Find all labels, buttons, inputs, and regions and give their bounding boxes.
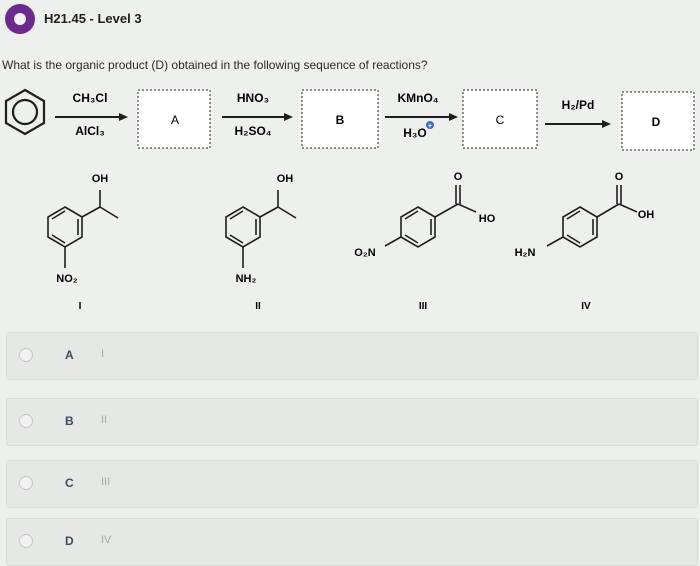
candidate-ii-oh: OH bbox=[277, 173, 294, 185]
candidate-i-oh: OH bbox=[92, 173, 109, 185]
candidate-iii-numeral: III bbox=[419, 301, 428, 312]
box-c bbox=[462, 89, 538, 149]
reaction-scheme: CH₃Cl AlCl₃ A HNO₃ H₂SO₄ B KMnO₄ H₃O + C… bbox=[4, 88, 695, 312]
answer-option-b[interactable]: B II bbox=[6, 398, 698, 446]
candidate-i-numeral: I bbox=[79, 301, 82, 312]
answer-option-a[interactable]: A I bbox=[6, 332, 698, 380]
benzene-structure bbox=[4, 88, 46, 136]
step1-arrowhead bbox=[119, 113, 128, 121]
box-a bbox=[137, 89, 211, 149]
candidate-ii-nh2: NH₂ bbox=[236, 273, 257, 285]
option-letter: A bbox=[65, 348, 74, 362]
box-c-label: C bbox=[496, 113, 505, 127]
step2-reagent-bottom: H₂SO₄ bbox=[234, 124, 271, 138]
candidate-ii-structure bbox=[225, 190, 297, 268]
candidate-iii-o2n: O₂N bbox=[354, 247, 375, 259]
answer-option-c[interactable]: C III bbox=[6, 460, 698, 508]
option-numeral: III bbox=[101, 476, 111, 488]
radio-button-c[interactable] bbox=[19, 476, 33, 490]
step1-reagent-top: CH₃Cl bbox=[73, 91, 108, 105]
box-d bbox=[621, 91, 695, 151]
more-dots-icon[interactable] bbox=[5, 4, 35, 34]
candidate-iv-carbonyl-o: O bbox=[615, 171, 624, 183]
option-letter: B bbox=[65, 414, 74, 428]
option-numeral: II bbox=[101, 414, 108, 426]
step1-reagent-bottom: AlCl₃ bbox=[75, 124, 105, 138]
page-title: H21.45 - Level 3 bbox=[44, 11, 142, 26]
header: H21.45 - Level 3 bbox=[0, 0, 700, 40]
plus-charge-icon bbox=[426, 121, 434, 129]
candidate-iii-ho: HO bbox=[479, 213, 496, 225]
box-b bbox=[301, 89, 379, 149]
step2-arrowhead bbox=[284, 113, 293, 121]
option-numeral: I bbox=[101, 348, 105, 360]
candidate-ii-numeral: II bbox=[255, 301, 261, 312]
box-d-label: D bbox=[652, 115, 661, 129]
answer-option-d[interactable]: D IV bbox=[6, 518, 698, 566]
candidate-iii-carbonyl-o: O bbox=[454, 171, 463, 183]
candidate-i-structure bbox=[47, 190, 119, 268]
step4-arrowhead bbox=[602, 120, 611, 128]
box-a-label: A bbox=[171, 113, 179, 127]
step2-reagent-top: HNO₃ bbox=[237, 91, 269, 105]
step3-reagent-top: KMnO₄ bbox=[397, 91, 438, 105]
candidate-iv-oh: OH bbox=[638, 209, 655, 221]
step4-reagent-top: H₂/Pd bbox=[562, 98, 595, 112]
candidate-iv-numeral: IV bbox=[581, 301, 591, 312]
question-text: What is the organic product (D) obtained… bbox=[2, 58, 428, 72]
box-b-label: B bbox=[336, 113, 345, 127]
candidate-i-no2: NO₂ bbox=[56, 273, 78, 285]
step3-reagent-bottom: H₃O bbox=[403, 126, 427, 140]
step3-charge: + bbox=[428, 123, 432, 130]
step3-arrowhead bbox=[449, 113, 458, 121]
candidate-iii-structure bbox=[384, 185, 477, 248]
option-numeral: IV bbox=[101, 534, 112, 546]
option-letter: C bbox=[65, 476, 74, 490]
option-letter: D bbox=[65, 534, 74, 548]
radio-button-d[interactable] bbox=[19, 534, 33, 548]
radio-button-b[interactable] bbox=[19, 414, 33, 428]
radio-button-a[interactable] bbox=[19, 348, 33, 362]
candidate-iv-structure bbox=[546, 185, 638, 248]
candidate-iv-h2n: H₂N bbox=[515, 247, 536, 259]
